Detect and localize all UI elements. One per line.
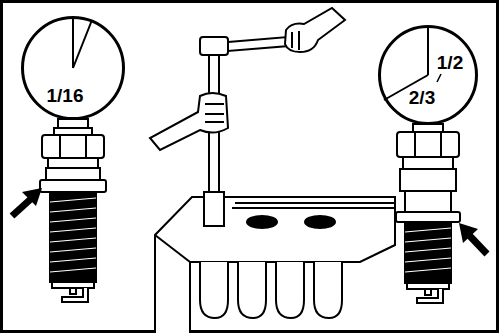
turn-fraction: 2/3	[409, 88, 435, 107]
spark-plug-right	[396, 124, 460, 303]
engine-head	[155, 197, 395, 333]
turn-fraction: 1/2	[437, 53, 463, 72]
gauge-outline	[23, 18, 124, 119]
hand	[150, 8, 345, 150]
torque-gauge: 1/22/3	[378, 25, 478, 125]
turn-fraction: 1/16	[47, 86, 84, 105]
pointer-arrow	[459, 223, 487, 254]
spark-plug-left	[40, 119, 106, 302]
gauge-circle	[378, 25, 478, 125]
pointer-arrow	[12, 188, 42, 216]
torque-gauge: 1/16	[21, 16, 125, 120]
gauge-outline	[380, 27, 477, 124]
gauge-wedges	[73, 17, 441, 100]
